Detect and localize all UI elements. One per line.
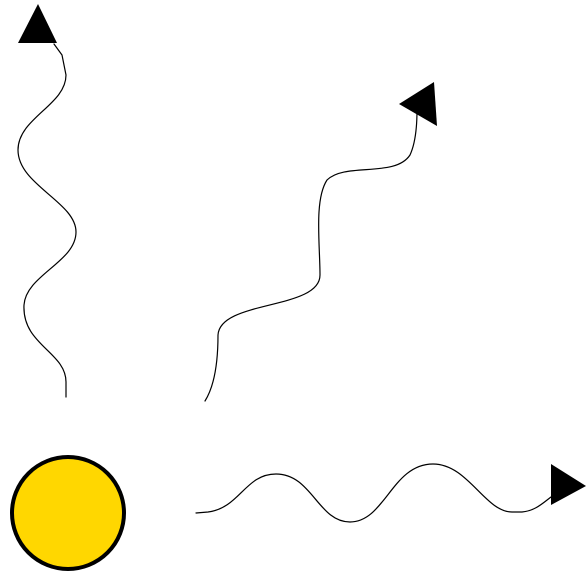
arrowhead-icon xyxy=(551,464,586,505)
wave-line xyxy=(196,464,551,522)
arrowhead-icon xyxy=(18,4,57,43)
arrowhead-icon xyxy=(399,82,437,126)
wave-vertical-left xyxy=(18,4,76,397)
wave-line xyxy=(18,44,76,397)
wave-diagonal-middle xyxy=(205,82,437,401)
sun-icon xyxy=(12,457,124,569)
sun-group xyxy=(12,457,124,569)
wave-line xyxy=(205,110,417,401)
wave-horizontal-bottom xyxy=(196,464,586,522)
